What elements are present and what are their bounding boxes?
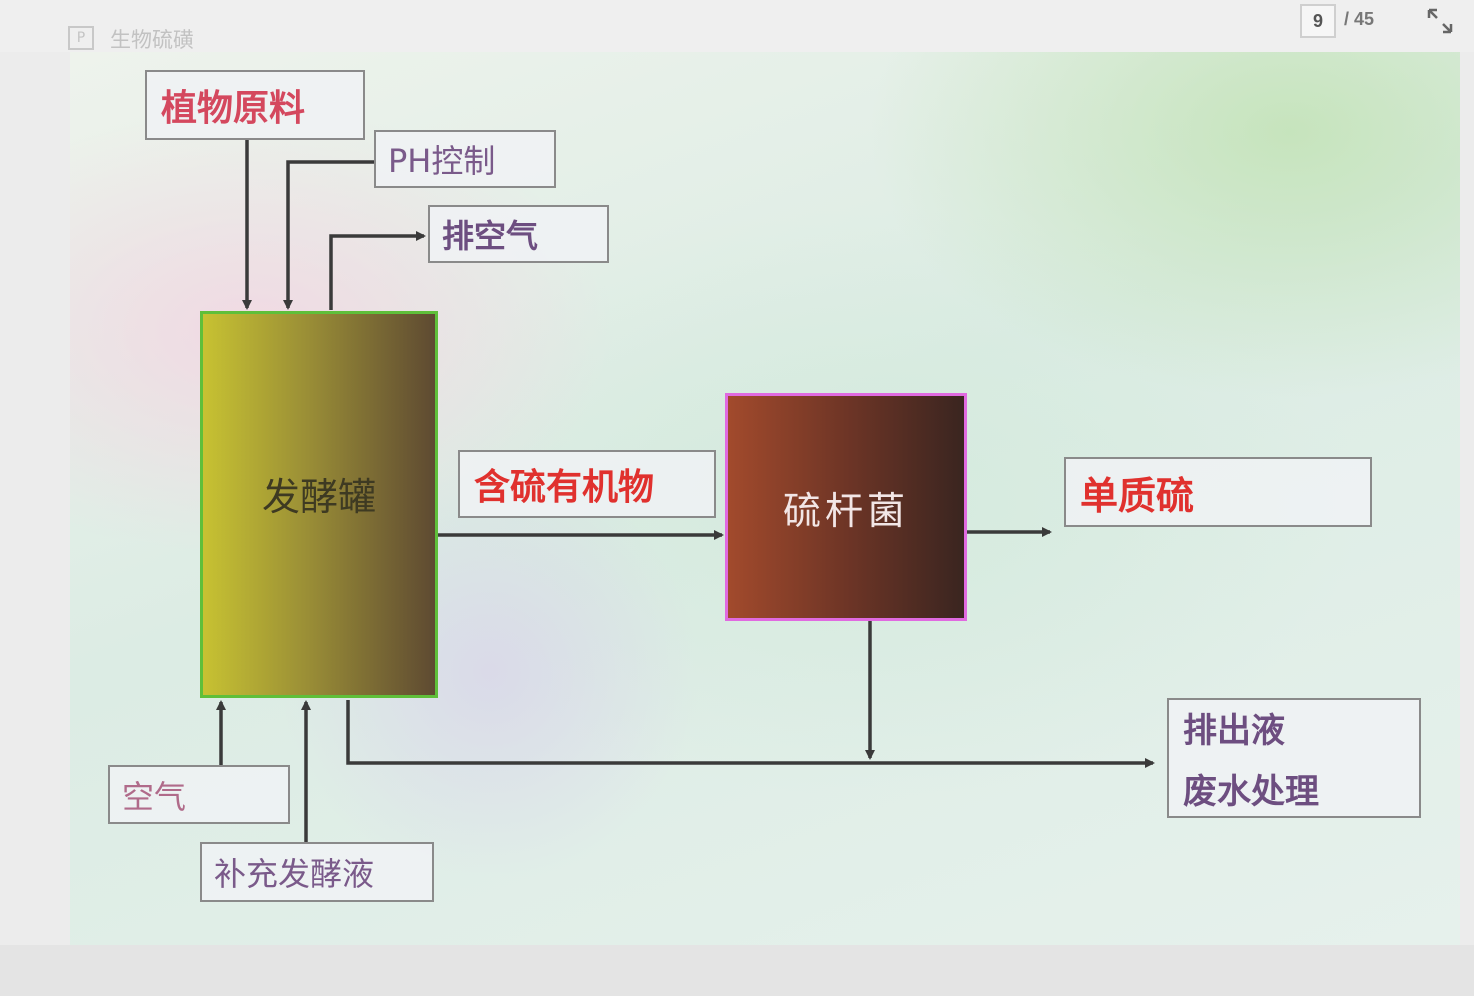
page-number-input[interactable]: 9 — [1300, 4, 1336, 38]
organic-sulfur-label: 含硫有机物 — [474, 467, 655, 508]
exhaust-air-box: 排空气 — [428, 205, 609, 263]
document-title: 生物硫磺 — [110, 28, 194, 52]
air-box: 空气 — [108, 765, 290, 824]
fermenter-tank: 发酵罐 — [200, 311, 438, 698]
viewer-toolbar: P 生物硫磺 9 / 45 — [0, 0, 1474, 52]
ph-control-label: PH控制 — [388, 142, 496, 180]
fullscreen-expand-icon[interactable] — [1425, 6, 1455, 36]
discharge-label: 排出液 — [1183, 711, 1285, 751]
raw-material-label: 植物原料 — [161, 88, 306, 129]
elemental-sulfur-box: 单质硫 — [1064, 457, 1372, 527]
ppt-file-icon: P — [68, 26, 94, 50]
thiobacillus-label: 硫杆菌 — [782, 488, 909, 533]
thiobacillus-box: 硫杆菌 — [725, 393, 967, 621]
elemental-sulfur-label: 单质硫 — [1080, 473, 1195, 518]
ph-control-box: PH控制 — [374, 130, 556, 188]
discharge-box: 排出液 废水处理 — [1167, 698, 1421, 818]
organic-sulfur-box: 含硫有机物 — [458, 450, 716, 518]
supplement-label: 补充发酵液 — [214, 855, 375, 893]
wastewater-label: 废水处理 — [1183, 772, 1319, 812]
raw-material-box: 植物原料 — [145, 70, 365, 140]
fermenter-label: 发酵罐 — [261, 475, 376, 519]
air-label: 空气 — [122, 777, 187, 816]
exhaust-air-label: 排空气 — [442, 217, 539, 255]
page-total: / 45 — [1344, 9, 1375, 29]
supplement-box: 补充发酵液 — [200, 842, 434, 902]
viewer-bottom-area — [0, 945, 1474, 996]
